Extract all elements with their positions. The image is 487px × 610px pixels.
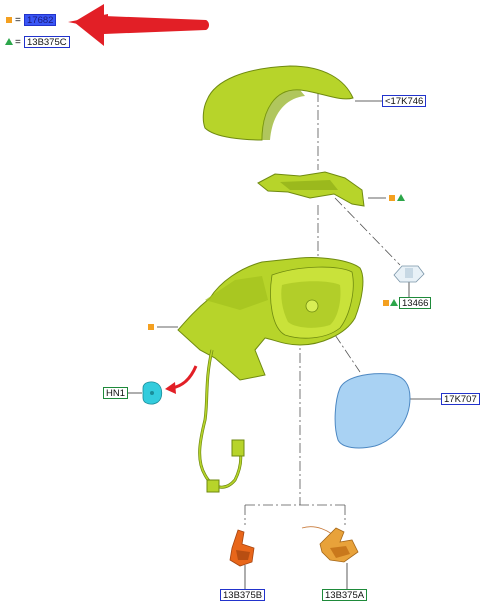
leader-lines: [244, 92, 401, 525]
housing-square-icon: [148, 324, 154, 330]
callout-lamp-right: 13B375A: [322, 589, 368, 601]
callout-lamp-left: 13B375B: [220, 589, 266, 601]
legend-square-ref: 17682: [24, 14, 57, 26]
bracket-triangle-icon: [397, 194, 405, 201]
bulb-part: [393, 265, 425, 283]
red-arrow-head: [165, 382, 176, 394]
legend-triangle-icon: [5, 38, 13, 45]
mirror-glass-part: [334, 373, 411, 449]
clip-part: [142, 381, 163, 405]
callout-clip: HN1: [103, 387, 129, 399]
lamp-right-part: [301, 526, 359, 563]
legend-equals-1: =: [15, 15, 21, 26]
lamp-left-part: [229, 529, 255, 567]
red-curved-arrow: [171, 365, 198, 390]
big-red-arrow-shaft: [74, 4, 209, 46]
callout-bulb: 13466: [399, 297, 432, 309]
bracket-square-icon: [389, 195, 395, 201]
callout-cover: <17K746: [382, 95, 427, 107]
bulb-square-icon: [383, 300, 389, 306]
legend-equals-2: =: [15, 37, 21, 48]
legend-square-icon: [6, 17, 12, 23]
legend-triangle-ref: 13B375C: [24, 36, 70, 48]
mirror-cover-part: [202, 65, 354, 141]
callout-glass: 17K707: [441, 393, 480, 405]
callout-connectors: [127, 100, 441, 590]
bulb-triangle-icon: [390, 299, 398, 306]
mirror-housing-part: [177, 257, 364, 493]
bracket-part: [257, 171, 365, 207]
